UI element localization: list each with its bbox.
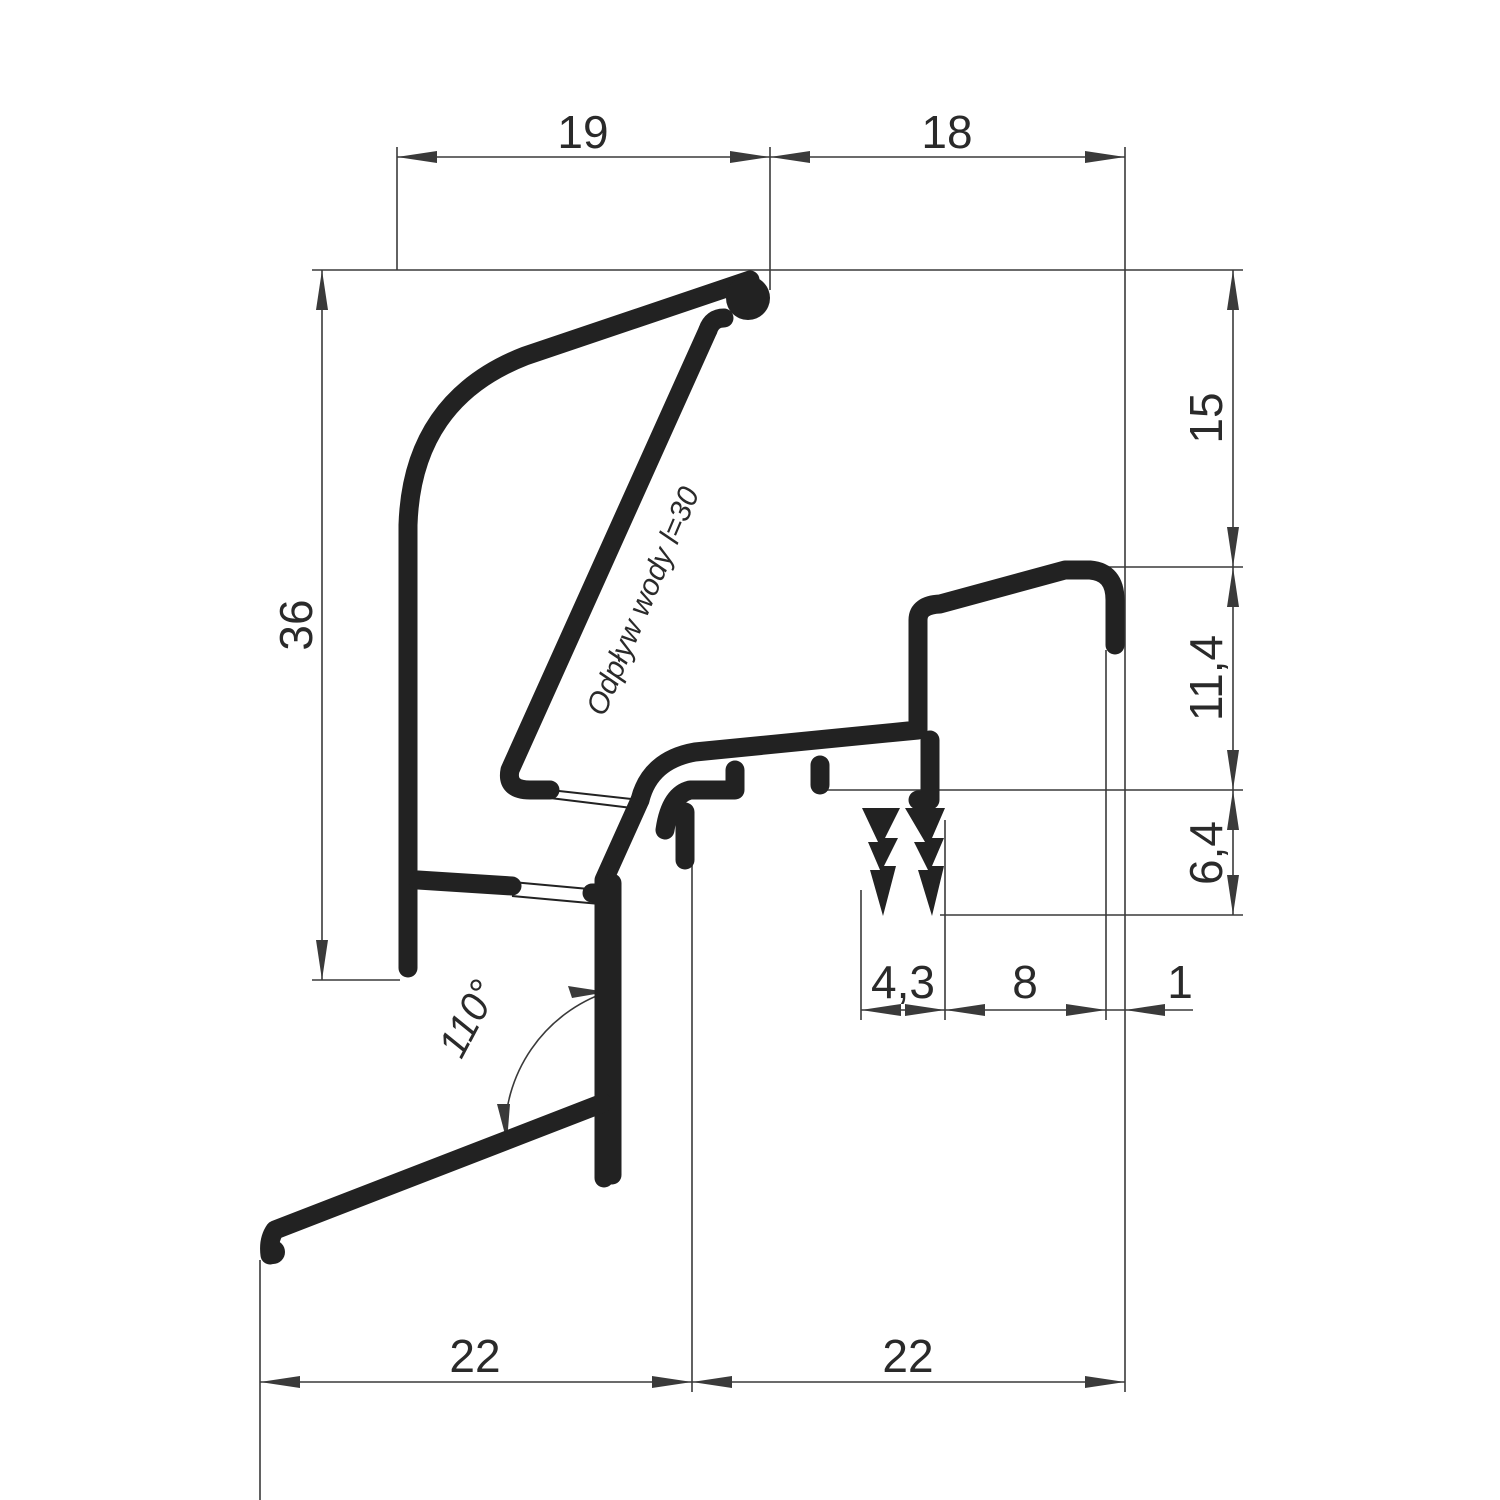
angle-label: 110° xyxy=(430,973,506,1064)
drain-note: Odpływ wody l=30 xyxy=(580,482,706,720)
dimension-labels: 19 18 36 15 11,4 6,4 4,3 8 1 22 22 xyxy=(270,106,1232,1382)
dim-right-top-height: 15 xyxy=(1180,392,1232,443)
aluminium-profile xyxy=(260,270,1125,1265)
dim-top-right: 18 xyxy=(921,106,972,158)
profile-inner-diagonal xyxy=(499,320,718,800)
dim-bottom-left: 22 xyxy=(449,1330,500,1382)
dim-gap-width: 8 xyxy=(1012,956,1038,1008)
profile-outer-arc xyxy=(398,270,760,978)
profile-sill-flap xyxy=(260,1093,613,1265)
dim-top-left: 19 xyxy=(557,106,608,158)
brush-seal xyxy=(862,808,945,916)
profile-top-bead xyxy=(726,276,770,320)
dim-right-low-height: 6,4 xyxy=(1180,821,1232,885)
dim-right-mid-height: 11,4 xyxy=(1180,635,1232,721)
dim-lip-width: 1 xyxy=(1167,956,1193,1008)
dimension-lines xyxy=(260,151,1239,1388)
dim-left-height: 36 xyxy=(270,599,322,650)
dim-seal-width: 4,3 xyxy=(871,956,935,1008)
extension-lines xyxy=(259,147,1243,1500)
dim-bottom-right: 22 xyxy=(882,1330,933,1382)
